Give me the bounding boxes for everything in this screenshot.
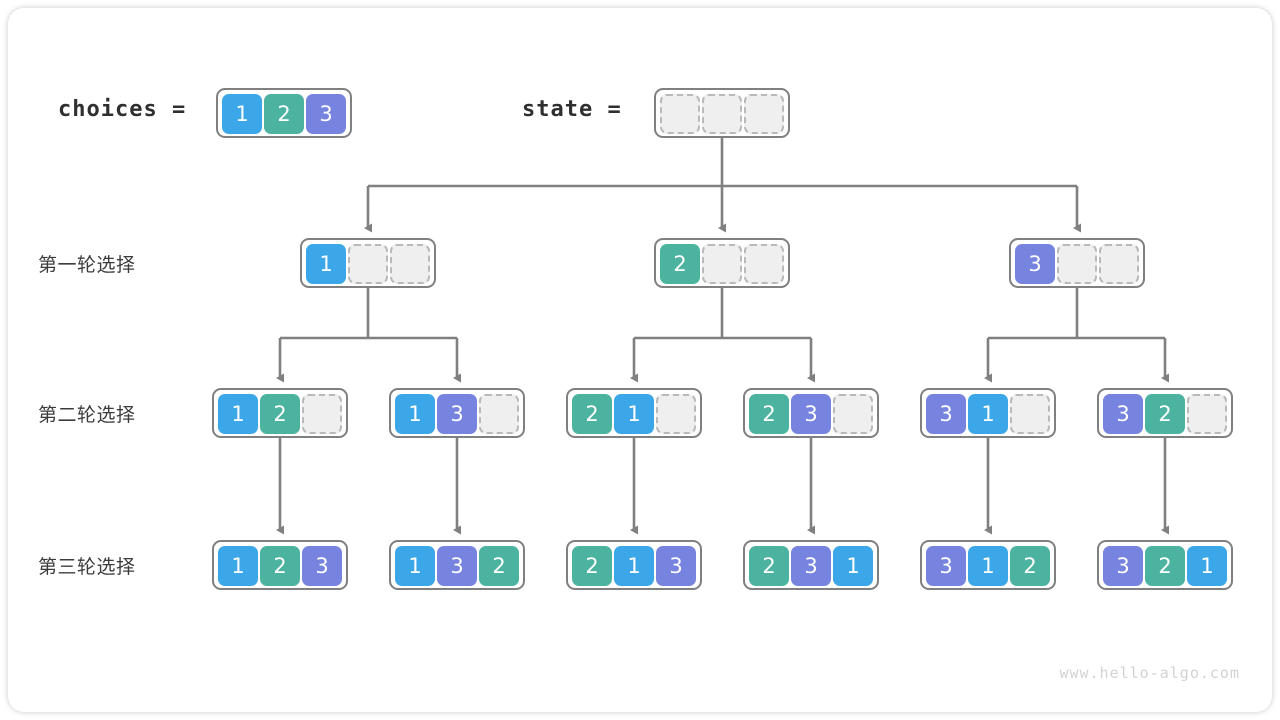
- round-3-node-2-cell-1: 1: [395, 546, 435, 586]
- watermark: www.hello-algo.com: [1059, 664, 1240, 682]
- round-2-node-5-cell-1: 3: [926, 394, 966, 434]
- round-1-node-3-cell-1: 3: [1015, 244, 1055, 284]
- round-2-node-4-cell-2: 3: [791, 394, 831, 434]
- choices-cell-3: 3: [306, 94, 346, 134]
- round-1-node-2-cell-2: [702, 244, 742, 284]
- round-3-node-4-cell-3: 1: [833, 546, 873, 586]
- round-2-node-4-cell-1: 2: [749, 394, 789, 434]
- round-1-node-3-cell-2: [1057, 244, 1097, 284]
- round-3-node-2-cell-3: 2: [479, 546, 519, 586]
- round-3-node-4-cell-2: 3: [791, 546, 831, 586]
- state-cell-1: [660, 94, 700, 134]
- round-1-node-1: 1: [300, 238, 436, 288]
- round-2-node-1-cell-2: 2: [260, 394, 300, 434]
- round-2-node-2-cell-3: [479, 394, 519, 434]
- round-2-node-5-cell-3: [1010, 394, 1050, 434]
- round-2-node-6-cell-2: 2: [1145, 394, 1185, 434]
- round-1-node-1-cell-1: 1: [306, 244, 346, 284]
- round-3-node-5-cell-3: 2: [1010, 546, 1050, 586]
- row-label-round-1: 第一轮选择: [38, 254, 136, 276]
- round-2-node-3-cell-1: 2: [572, 394, 612, 434]
- round-1-node-3: 3: [1009, 238, 1145, 288]
- row-label-round-3: 第三轮选择: [38, 556, 136, 578]
- round-2-node-3-cell-2: 1: [614, 394, 654, 434]
- choices-label: choices =: [58, 97, 187, 122]
- round-3-node-1-cell-1: 1: [218, 546, 258, 586]
- round-3-node-3-cell-1: 2: [572, 546, 612, 586]
- round-3-node-1-cell-3: 3: [302, 546, 342, 586]
- round-3-node-5-cell-2: 1: [968, 546, 1008, 586]
- round-1-node-1-cell-3: [390, 244, 430, 284]
- round-2-node-3-cell-3: [656, 394, 696, 434]
- round-2-node-6-cell-1: 3: [1103, 394, 1143, 434]
- round-1-node-2-cell-1: 2: [660, 244, 700, 284]
- round-3-node-2-cell-2: 3: [437, 546, 477, 586]
- round-1-node-2: 2: [654, 238, 790, 288]
- round-1-node-2-cell-3: [744, 244, 784, 284]
- round-2-node-2-cell-2: 3: [437, 394, 477, 434]
- round-3-node-6-cell-3: 1: [1187, 546, 1227, 586]
- round-2-node-1-cell-1: 1: [218, 394, 258, 434]
- round-3-node-6-cell-2: 2: [1145, 546, 1185, 586]
- choices-cell-2: 2: [264, 94, 304, 134]
- round-1-node-3-cell-3: [1099, 244, 1139, 284]
- row-label-round-2: 第二轮选择: [38, 404, 136, 426]
- round-3-node-6-cell-1: 3: [1103, 546, 1143, 586]
- round-3-node-1-cell-2: 2: [260, 546, 300, 586]
- round-2-node-1-cell-3: [302, 394, 342, 434]
- state-cell-3: [744, 94, 784, 134]
- round-2-node-6-cell-3: [1187, 394, 1227, 434]
- choices-cell-1: 1: [222, 94, 262, 134]
- state-label: state =: [522, 97, 622, 122]
- state-array: [654, 88, 790, 138]
- round-2-node-2-cell-1: 1: [395, 394, 435, 434]
- round-3-node-3-cell-2: 1: [614, 546, 654, 586]
- round-3-node-3-cell-3: 3: [656, 546, 696, 586]
- round-2-node-4-cell-3: [833, 394, 873, 434]
- state-cell-2: [702, 94, 742, 134]
- round-3-node-5-cell-1: 3: [926, 546, 966, 586]
- round-3-node-4-cell-1: 2: [749, 546, 789, 586]
- round-1-node-1-cell-2: [348, 244, 388, 284]
- round-2-node-5-cell-2: 1: [968, 394, 1008, 434]
